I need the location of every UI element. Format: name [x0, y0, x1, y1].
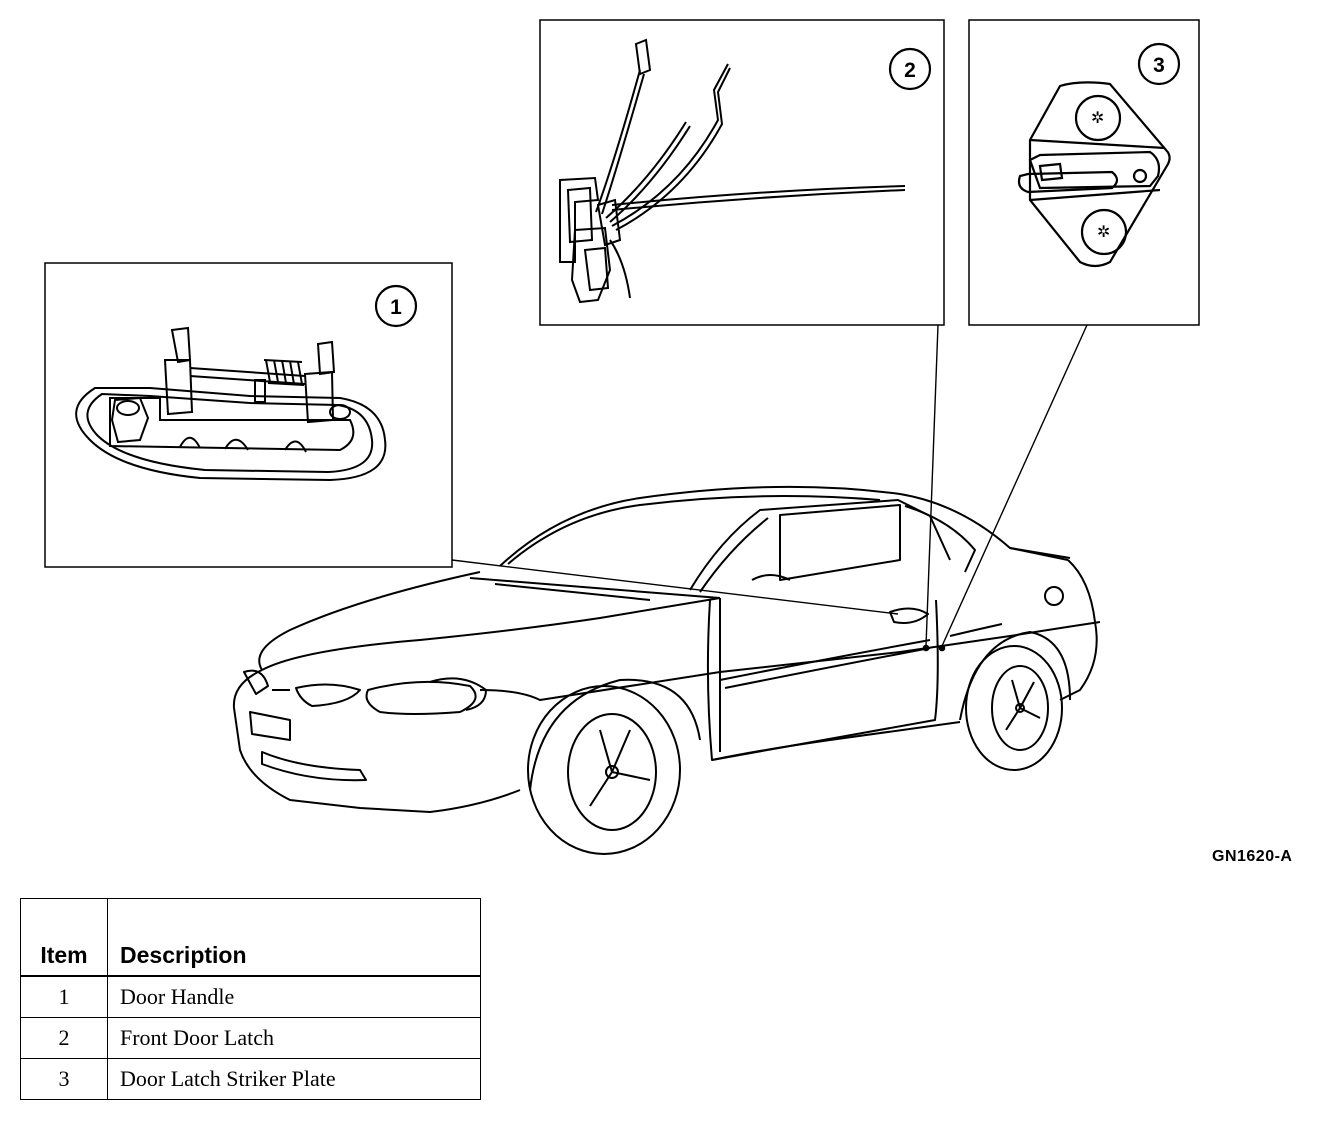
row-item: 3: [20, 1058, 108, 1100]
legend-table: Item Description 1 Door Handle 2 Front D…: [20, 898, 481, 1100]
row-description: Front Door Latch: [107, 1017, 481, 1059]
callout-2: 2: [888, 47, 932, 91]
row-description: Door Latch Striker Plate: [107, 1058, 481, 1100]
figure-code: GN1620-A: [1212, 848, 1293, 865]
row-item: 2: [20, 1017, 108, 1059]
row-description: Door Handle: [107, 975, 481, 1018]
legend-header-row: Item Description: [20, 898, 481, 977]
svg-text:✲: ✲: [1091, 108, 1104, 127]
svg-text:✲: ✲: [1097, 222, 1110, 241]
callout-3: 3: [1137, 42, 1181, 86]
svg-text:1: 1: [390, 296, 402, 319]
table-row: 2 Front Door Latch: [20, 1017, 481, 1059]
callout-1: 1: [374, 284, 418, 328]
inset-front-door-latch: [539, 19, 945, 326]
svg-text:2: 2: [904, 59, 916, 82]
table-row: 3 Door Latch Striker Plate: [20, 1058, 481, 1100]
table-row: 1 Door Handle: [20, 975, 481, 1018]
header-description: Description: [107, 898, 481, 977]
header-item: Item: [20, 898, 108, 977]
row-item: 1: [20, 975, 108, 1018]
car-illustration: [232, 485, 1101, 855]
door-hardware-diagram: ✲ ✲: [44, 19, 1200, 855]
svg-text:3: 3: [1153, 54, 1165, 77]
